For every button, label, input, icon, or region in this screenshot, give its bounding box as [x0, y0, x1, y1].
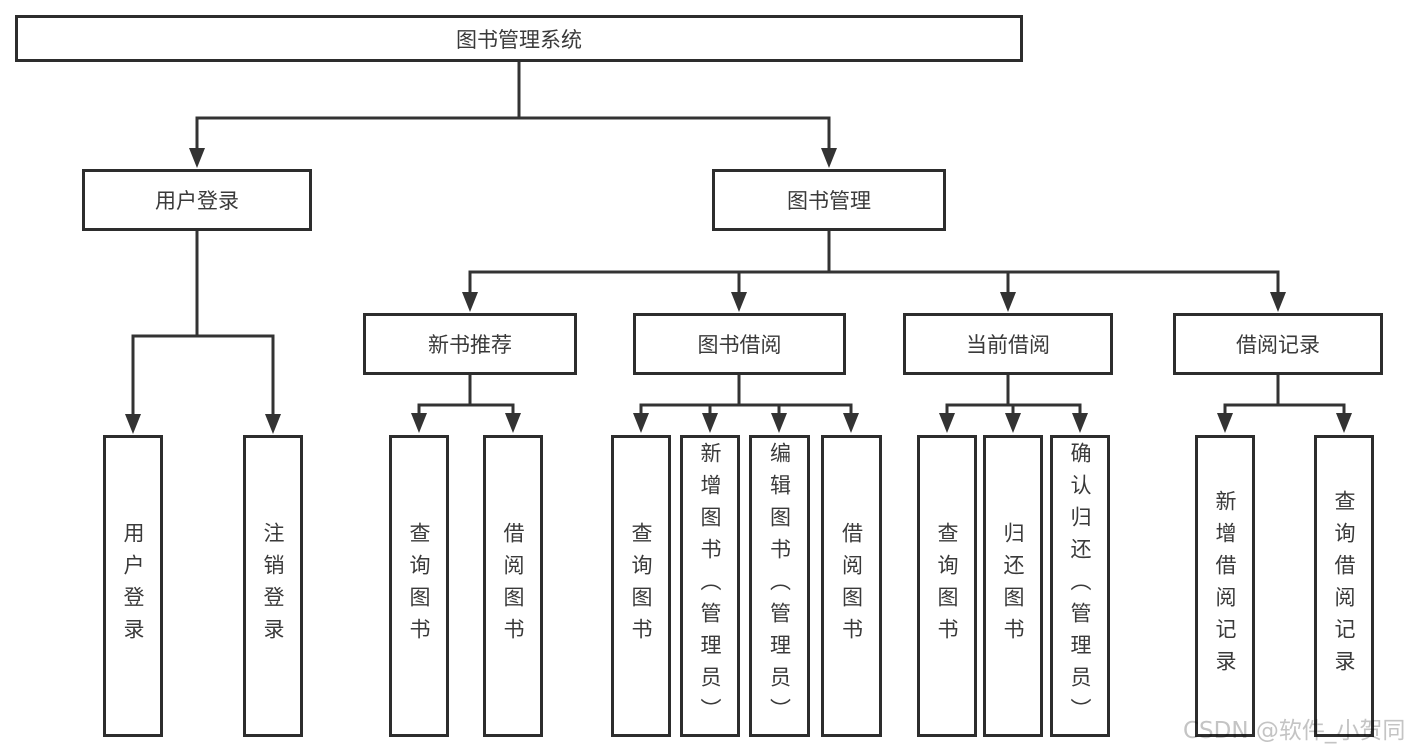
node-user-login: 用户登录	[82, 169, 312, 231]
node-leaf-confirm-return-admin: 确认归还（管理员）	[1050, 435, 1110, 737]
node-leaf-borrow-books-1: 借阅图书	[483, 435, 543, 737]
node-leaf-query-books-3: 查询图书	[917, 435, 977, 737]
node-new-book-recommend: 新书推荐	[363, 313, 577, 375]
node-leaf-logout: 注销登录	[243, 435, 303, 737]
connectors-book-management	[462, 231, 1286, 312]
node-book-management-system: 图书管理系统	[15, 15, 1023, 62]
node-current-borrow: 当前借阅	[903, 313, 1113, 375]
connectors-new-book-recommend	[411, 375, 521, 433]
connectors-root	[189, 62, 837, 168]
node-leaf-query-books-1: 查询图书	[389, 435, 449, 737]
node-leaf-add-books-admin: 新增图书（管理员）	[680, 435, 740, 737]
node-leaf-add-borrow-record: 新增借阅记录	[1195, 435, 1255, 737]
node-leaf-borrow-books-2: 借阅图书	[821, 435, 882, 737]
node-book-management: 图书管理	[712, 169, 946, 231]
watermark: CSDN @软件_小贺同学	[1183, 718, 1405, 744]
node-leaf-edit-books-admin: 编辑图书（管理员）	[749, 435, 810, 737]
node-leaf-query-borrow-record: 查询借阅记录	[1314, 435, 1374, 737]
node-leaf-query-books-2: 查询图书	[611, 435, 671, 737]
connectors-current-borrow	[939, 375, 1088, 433]
connectors-user-login	[125, 231, 281, 434]
connectors-book-borrow	[633, 375, 859, 433]
node-book-borrow: 图书借阅	[633, 313, 846, 375]
connectors-borrow-records	[1217, 375, 1352, 433]
node-leaf-return-books: 归还图书	[983, 435, 1043, 737]
node-leaf-user-login: 用户登录	[103, 435, 163, 737]
node-borrow-records: 借阅记录	[1173, 313, 1383, 375]
